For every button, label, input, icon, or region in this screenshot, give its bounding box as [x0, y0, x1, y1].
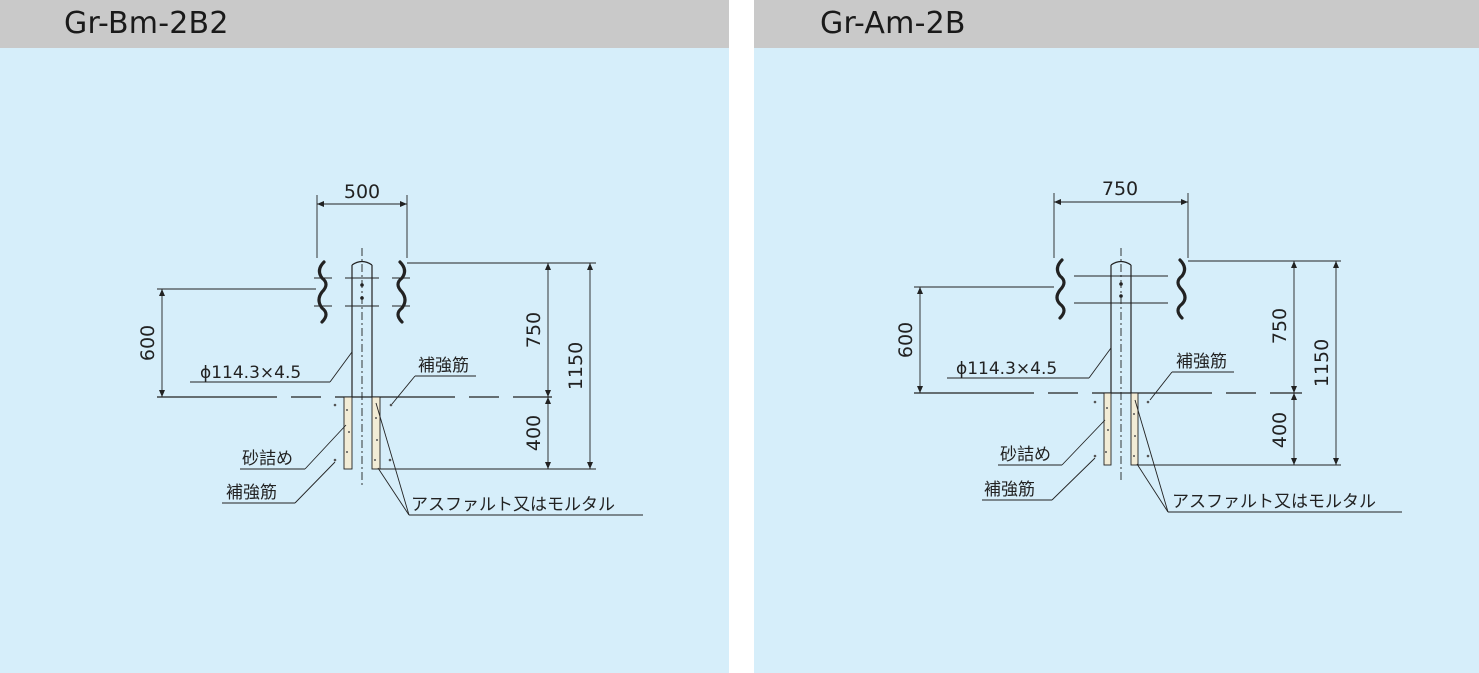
- sand-label: 砂詰め: [1000, 445, 1051, 465]
- height-dimensions: 750 400 1150: [523, 263, 593, 469]
- dim-embed-label: 400: [1269, 412, 1291, 448]
- guardrail-drawing: 750: [895, 178, 1402, 513]
- rebar-bottom-label: 補強筋: [226, 483, 277, 503]
- post: [1074, 248, 1168, 480]
- panel-title: Gr-Bm-2B2: [64, 6, 229, 41]
- guardrail-drawing: 500: [137, 181, 643, 516]
- rebar-top-label: 補強筋: [418, 356, 469, 376]
- rail-height-dimension: 600: [895, 286, 1054, 393]
- rebar-top-callout: 補強筋: [1149, 352, 1234, 401]
- asphalt-callout: アスファルト又はモルタル: [1134, 399, 1402, 513]
- panel-gr-bm-2b2: Gr-Bm-2B2 500: [0, 0, 729, 673]
- dim-total-label: 1150: [565, 342, 587, 390]
- rebar-bottom-callout: 補強筋: [982, 457, 1096, 501]
- rail-height-dimension: 600: [137, 288, 316, 397]
- sand-callout: 砂詰め: [240, 424, 347, 470]
- dim-rail-height-label: 600: [895, 322, 917, 358]
- panel-header: Gr-Am-2B: [754, 0, 1479, 48]
- dim-width-label: 500: [344, 181, 380, 203]
- rebar-top-label: 補強筋: [1176, 352, 1227, 372]
- rail-right: [1176, 258, 1187, 320]
- rail-left: [314, 260, 332, 324]
- pipe-spec-callout: ϕ114.3×4.5: [947, 347, 1112, 379]
- rebar-bottom-callout: 補強筋: [222, 461, 336, 504]
- asphalt-callout: アスファルト又はモルタル: [375, 402, 643, 516]
- pipe-spec-label: ϕ114.3×4.5: [956, 359, 1057, 379]
- width-dimension: 750: [1053, 178, 1189, 258]
- rebar-bottom-label: 補強筋: [984, 480, 1035, 500]
- foundation: [1093, 392, 1150, 466]
- asphalt-label: アスファルト又はモルタル: [411, 495, 615, 515]
- dim-total-label: 1150: [1311, 339, 1333, 387]
- width-dimension: 500: [316, 181, 408, 258]
- sand-callout: 砂詰め: [998, 419, 1106, 466]
- panel-header: Gr-Bm-2B2: [0, 0, 729, 48]
- post: [345, 248, 379, 485]
- pipe-spec-label: ϕ114.3×4.5: [200, 363, 301, 383]
- pipe-spec-callout: ϕ114.3×4.5: [190, 351, 353, 383]
- dim-width-label: 750: [1102, 178, 1138, 200]
- rail-right: [392, 260, 410, 324]
- dim-post-height-label: 750: [523, 312, 545, 348]
- foundation: [333, 396, 393, 470]
- rebar-top-callout: 補強筋: [391, 356, 476, 405]
- sand-label: 砂詰め: [242, 449, 293, 469]
- dim-embed-label: 400: [523, 415, 545, 451]
- dim-post-height-label: 750: [1269, 308, 1291, 344]
- dim-rail-height-label: 600: [137, 325, 159, 361]
- panel-title: Gr-Am-2B: [820, 6, 966, 41]
- asphalt-label: アスファルト又はモルタル: [1172, 492, 1376, 512]
- panel-gr-am-2b: Gr-Am-2B 750: [754, 0, 1479, 673]
- height-dimensions: 750 400 1150: [1269, 261, 1339, 465]
- rail-left: [1055, 258, 1066, 320]
